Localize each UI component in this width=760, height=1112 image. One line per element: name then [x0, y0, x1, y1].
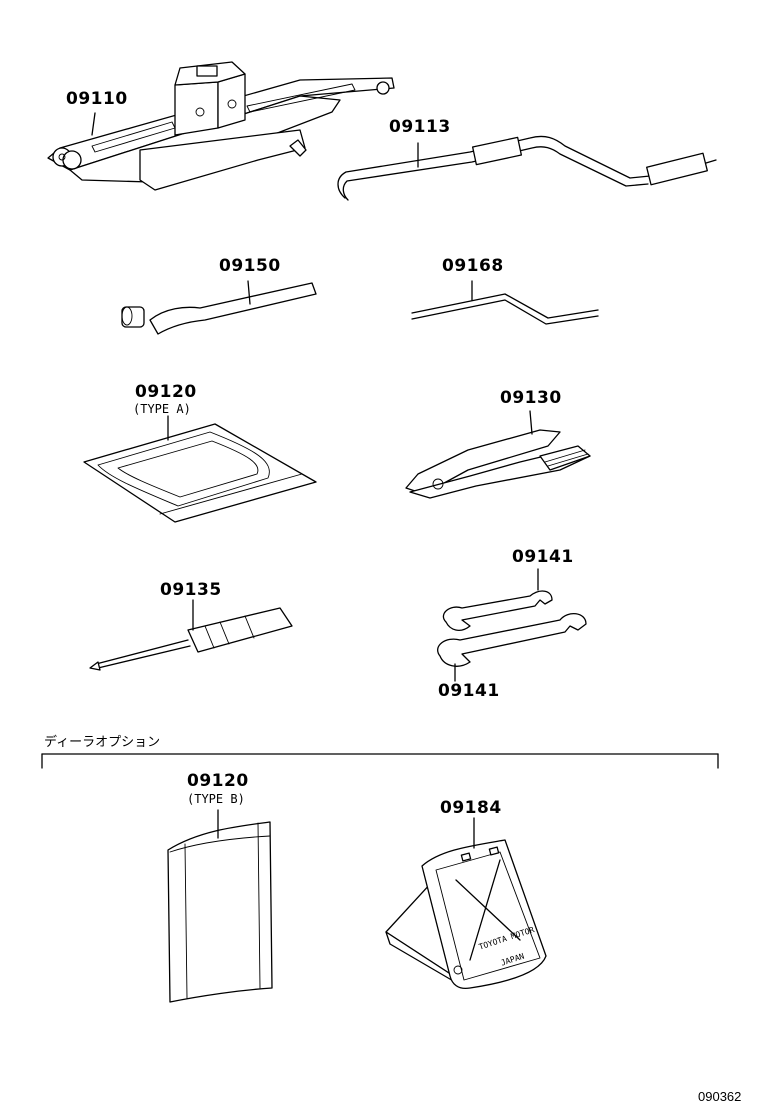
jack-illustration [47, 61, 395, 191]
tool-bag-a-illustration [83, 415, 317, 523]
pliers-illustration [405, 410, 591, 499]
part-number-hook: 09168 [442, 256, 504, 276]
part-number-wheel-wrench: 09150 [219, 256, 281, 276]
tool-bag-b-illustration [167, 809, 273, 1003]
part-number-warning-triangle: 09184 [440, 798, 502, 818]
part-number-wrench-upper: 09141 [512, 547, 574, 567]
dealer-option-heading: ディーラオプション [44, 735, 161, 750]
part-number-pliers: 09130 [500, 388, 562, 408]
tool-bag-a-type: (TYPE A) [133, 402, 191, 416]
part-number-tool-bag-a: 09120 [135, 382, 197, 402]
wrench-upper-illustration [442, 568, 553, 632]
part-number-jack-handle: 09113 [389, 117, 451, 137]
wheel-wrench-illustration [121, 280, 317, 335]
warning-triangle-illustration [385, 817, 547, 990]
part-number-jack: 09110 [66, 89, 128, 109]
jack-handle-illustration [337, 135, 717, 201]
part-number-screwdriver: 09135 [160, 580, 222, 600]
diagram-code: 090362 [698, 1089, 742, 1104]
dealer-option-bracket [41, 753, 719, 769]
wrench-lower-illustration [437, 613, 587, 682]
tool-bag-b-type: (TYPE B) [187, 792, 245, 806]
screwdriver-illustration [89, 599, 293, 671]
hook-illustration [411, 280, 599, 325]
part-number-tool-bag-b: 09120 [187, 771, 249, 791]
part-number-wrench-lower: 09141 [438, 681, 500, 701]
